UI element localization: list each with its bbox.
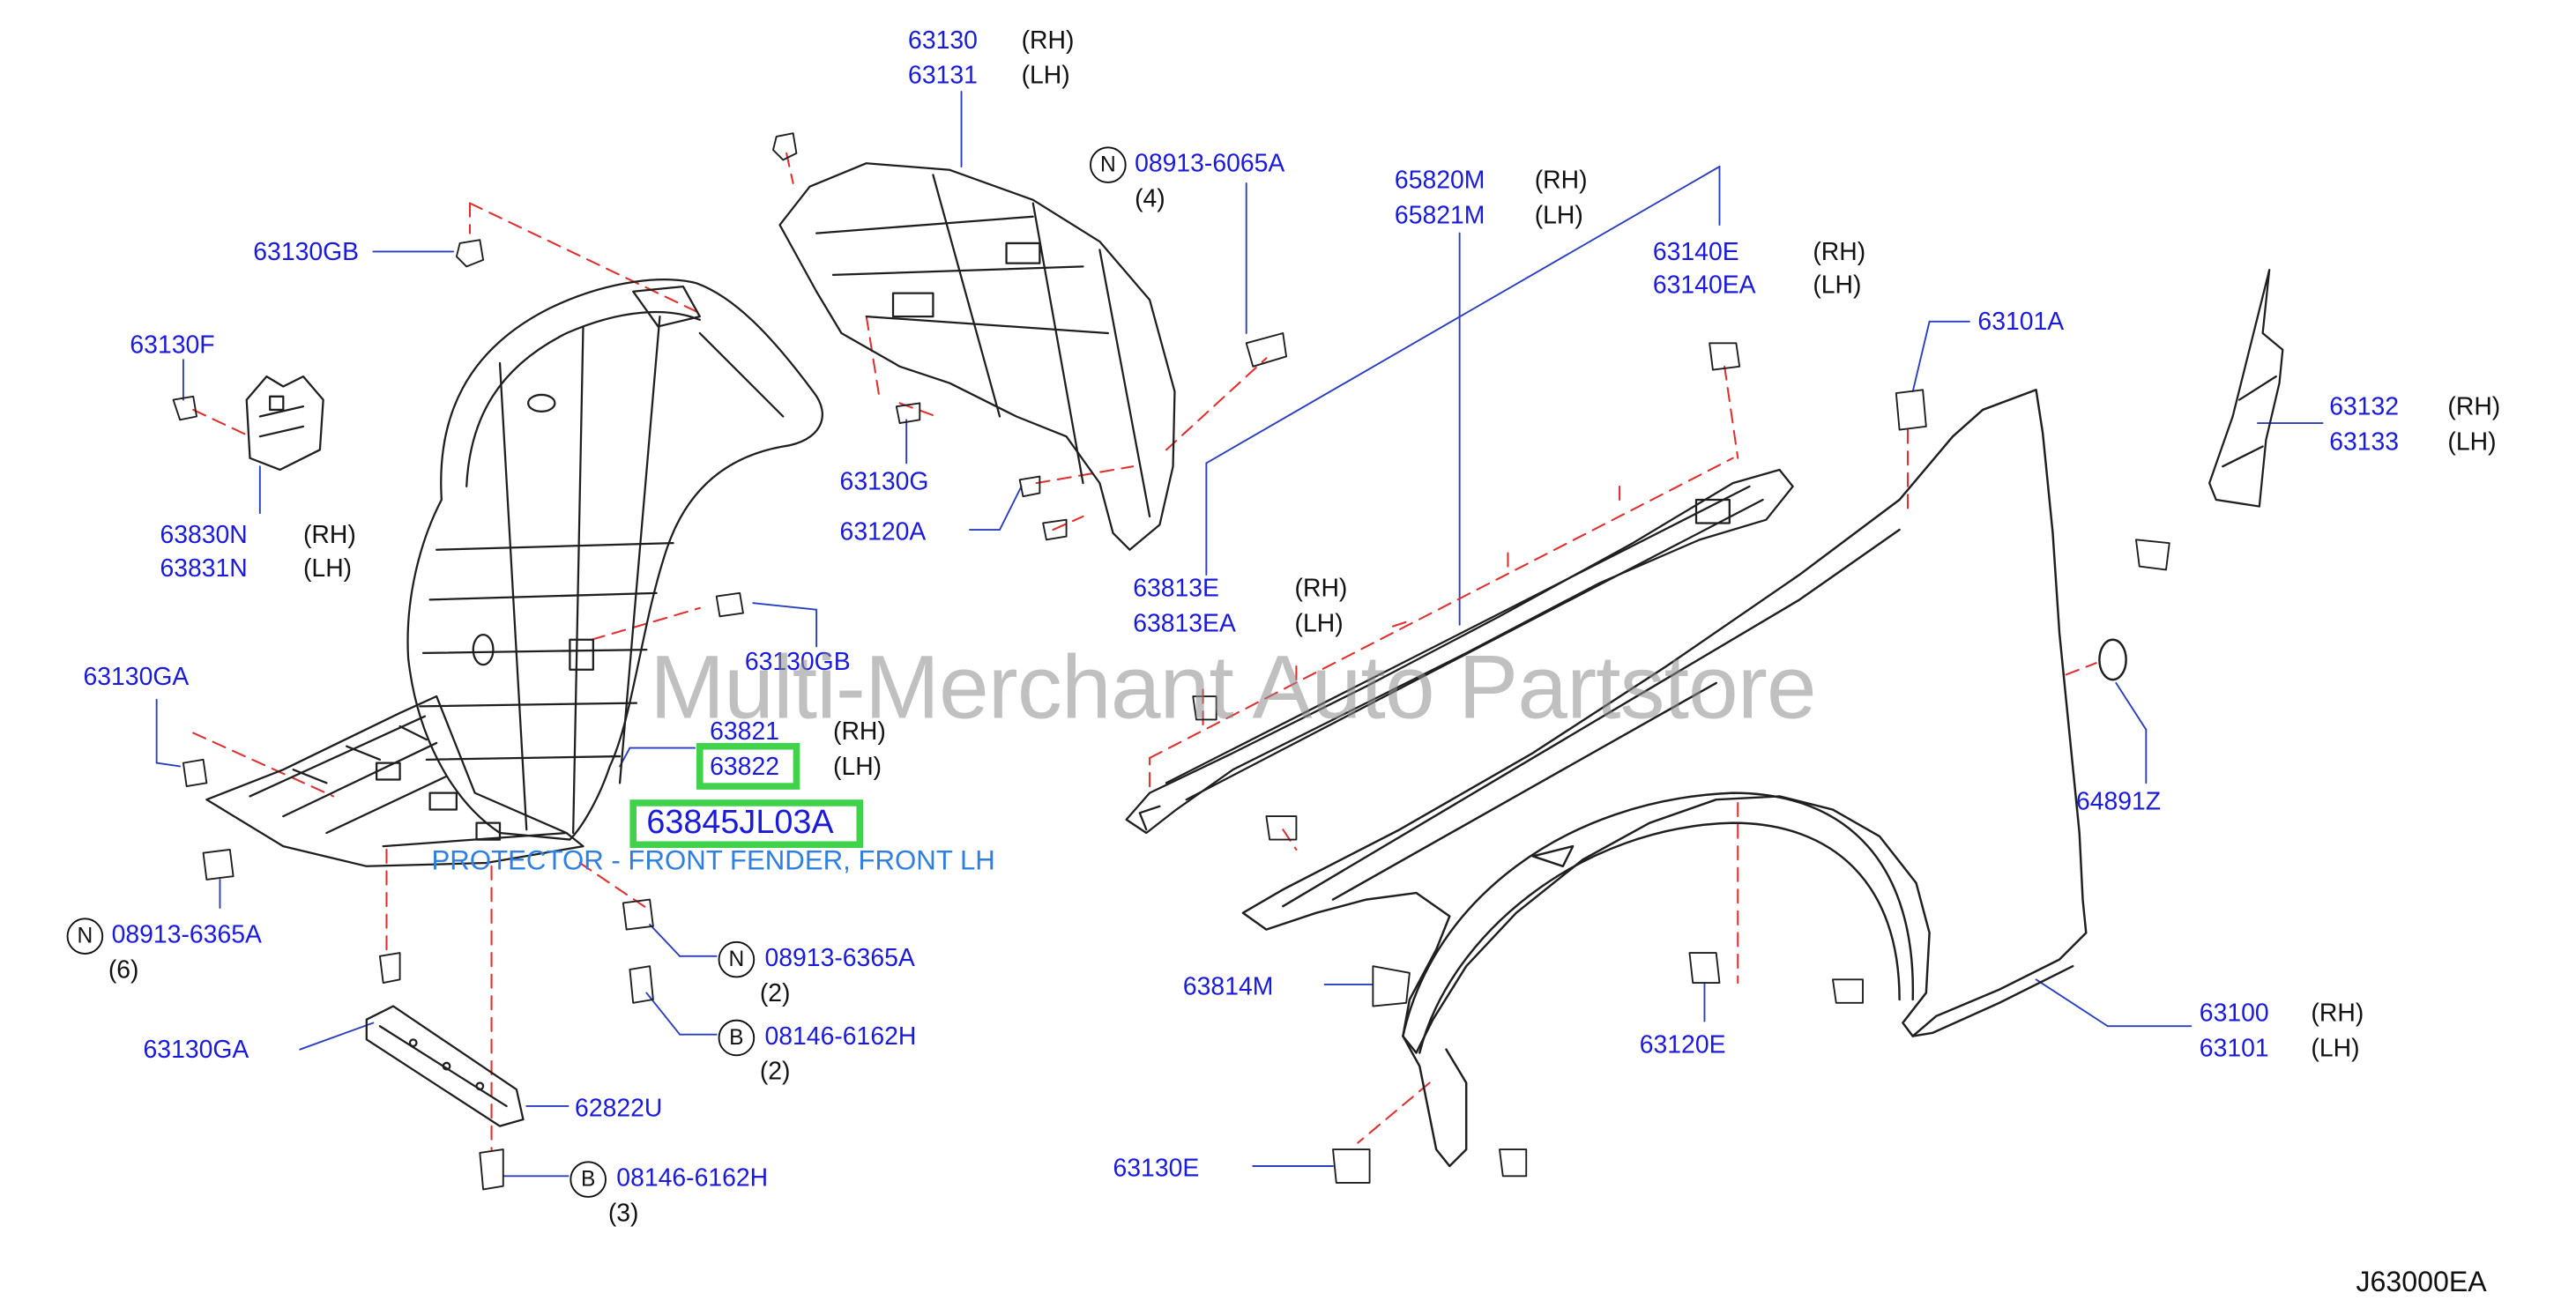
callout-63830n-side: (RH) xyxy=(302,521,356,550)
callout-08913-6065a-qty: (4) xyxy=(1135,184,1165,213)
callout-63130[interactable]: 63130 xyxy=(908,26,978,56)
callout-65820m-side: (RH) xyxy=(1534,167,1588,196)
diagram-code: J63000EA xyxy=(2356,1266,2487,1298)
callout-circle-n-left: N xyxy=(66,918,104,955)
callout-63821[interactable]: 63821 xyxy=(710,717,779,747)
callout-63133-side: (LH) xyxy=(2447,427,2497,457)
callout-65821m[interactable]: 65821M xyxy=(1394,201,1485,230)
callout-circle-n-right: N xyxy=(718,940,756,978)
front-fender xyxy=(1241,389,2127,1168)
callout-08913-6365a-right[interactable]: 08913-6365A xyxy=(764,944,915,973)
callout-63120a[interactable]: 63120A xyxy=(839,517,927,546)
callout-63813e[interactable]: 63813E xyxy=(1133,575,1219,604)
highlight-box-63822 xyxy=(696,742,800,790)
callout-63130f[interactable]: 63130F xyxy=(130,331,215,360)
callout-62822u[interactable]: 62822U xyxy=(575,1094,663,1123)
callout-63132-side: (RH) xyxy=(2447,393,2501,422)
callout-63822[interactable]: 63822 xyxy=(710,753,779,782)
fasteners xyxy=(172,132,2170,1191)
callout-63120e[interactable]: 63120E xyxy=(1639,1030,1726,1060)
callout-63130ga-top[interactable]: 63130GA xyxy=(83,663,190,692)
callout-63140e[interactable]: 63140E xyxy=(1652,238,1739,267)
callout-08146-6162h-bottom-qty: (3) xyxy=(607,1199,639,1228)
callout-63830n[interactable]: 63830N xyxy=(160,521,248,550)
callout-63130gb-top[interactable]: 63130GB xyxy=(253,238,360,267)
callout-circle-b-mid: B xyxy=(718,1019,756,1057)
callout-63131-side: (LH) xyxy=(1021,61,1070,91)
callout-63132[interactable]: 63132 xyxy=(2329,393,2400,422)
rear-liner-63130 xyxy=(778,162,1176,551)
callout-08146-6162h-bottom[interactable]: 08146-6162H xyxy=(616,1164,769,1193)
callout-63101[interactable]: 63101 xyxy=(2199,1034,2269,1063)
callout-65821m-side: (LH) xyxy=(1534,201,1583,230)
bracket-62822u xyxy=(365,1005,525,1127)
callout-65820m[interactable]: 65820M xyxy=(1394,167,1485,196)
callout-63130-side: (RH) xyxy=(1021,26,1075,56)
highlight-box-part-number xyxy=(629,799,864,849)
callout-08913-6065a[interactable]: 08913-6065A xyxy=(1135,150,1285,179)
callout-63130e[interactable]: 63130E xyxy=(1113,1154,1200,1183)
callout-63100-side: (RH) xyxy=(2311,1000,2364,1029)
callout-08146-6162h-mid-qty: (2) xyxy=(759,1058,791,1087)
callout-63831n[interactable]: 63831N xyxy=(160,554,248,583)
fender-seal-strip xyxy=(1125,468,1794,835)
callout-63130g[interactable]: 63130G xyxy=(839,468,929,497)
callout-08913-6365a-right-qty: (2) xyxy=(759,979,791,1008)
callout-64891z[interactable]: 64891Z xyxy=(2075,787,2162,817)
callout-63831n-side: (LH) xyxy=(302,554,353,583)
callout-63821-side: (RH) xyxy=(833,717,886,747)
callout-08913-6365a-left[interactable]: 08913-6365A xyxy=(111,921,262,950)
callout-63813ea-side: (LH) xyxy=(1294,609,1344,638)
part-description: PROTECTOR - FRONT FENDER, FRONT LH xyxy=(431,846,995,877)
callout-63130gb-mid[interactable]: 63130GB xyxy=(744,648,851,677)
callout-63822-side: (LH) xyxy=(833,753,882,782)
fender-bracket-63132 xyxy=(2208,269,2284,508)
callout-63813e-side: (RH) xyxy=(1294,575,1348,604)
callout-08146-6162h-mid[interactable]: 08146-6162H xyxy=(764,1022,917,1052)
callout-63140ea[interactable]: 63140EA xyxy=(1652,271,1756,301)
callout-08913-6365a-left-qty: (6) xyxy=(108,955,139,985)
callout-63140ea-side: (LH) xyxy=(1813,271,1862,301)
inner-fender-liner xyxy=(406,279,823,841)
callout-63131[interactable]: 63131 xyxy=(908,61,978,91)
callout-63140e-side: (RH) xyxy=(1813,238,1866,267)
callout-63133[interactable]: 63133 xyxy=(2329,427,2400,457)
under-cover xyxy=(205,695,584,867)
callout-63814m[interactable]: 63814M xyxy=(1182,972,1274,1001)
callout-circle-n: N xyxy=(1090,146,1127,183)
watermark: Multi-Merchant Auto Partstore xyxy=(650,637,1817,739)
highlighted-part-number[interactable]: 63845JL03A xyxy=(646,804,834,842)
callout-circle-b-bottom: B xyxy=(570,1161,607,1198)
bracket-63830n xyxy=(245,375,324,472)
callout-63101a[interactable]: 63101A xyxy=(1977,308,2065,337)
callout-63813ea[interactable]: 63813EA xyxy=(1133,609,1236,638)
callout-63100[interactable]: 63100 xyxy=(2199,1000,2269,1029)
callout-63130ga-bottom[interactable]: 63130GA xyxy=(143,1036,249,1065)
callout-63101-side: (LH) xyxy=(2311,1034,2360,1063)
